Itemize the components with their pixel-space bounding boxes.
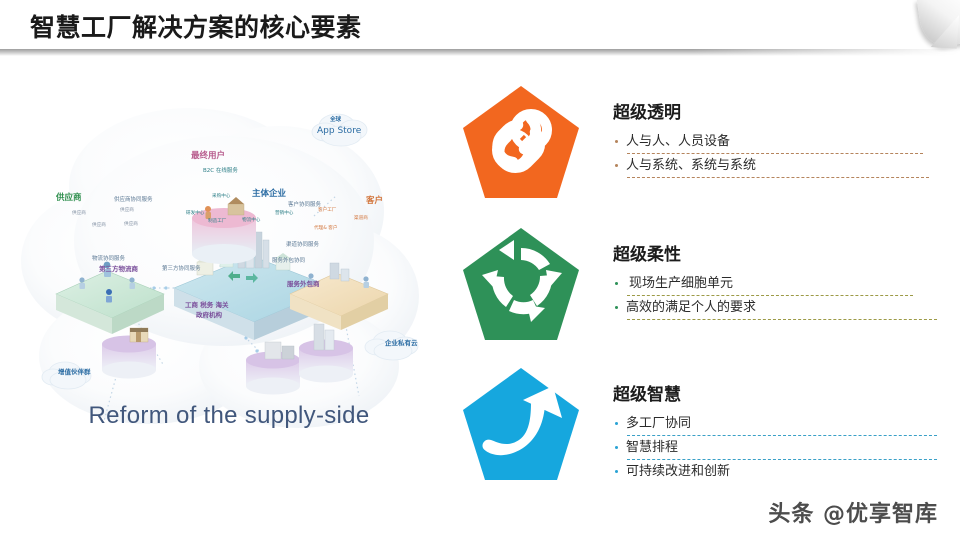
node-platform-end-user <box>192 197 256 264</box>
pentagon-shape <box>463 228 579 340</box>
diagram-sub-marketing-ctr: 营销中心 <box>275 211 294 216</box>
small-cloud-shapes <box>41 113 419 390</box>
block-title-intelligence: 超级智慧 <box>613 385 681 405</box>
header-divider-fade <box>0 49 960 56</box>
bullet-underline <box>627 177 929 178</box>
diagram-label-service-outsourcer: 服务外包商 <box>287 280 320 288</box>
diagram-link-thirdparty-collab: 第三方协同服务 <box>162 266 201 272</box>
diagram-link-logistics-collab: 物流协同服务 <box>92 256 126 262</box>
pentagon-badge-intelligence <box>461 366 581 484</box>
diagram-sub-rnd-center: 研发中心 <box>186 211 205 216</box>
bullet-text: 可持续改进和创新 <box>613 462 943 481</box>
bullet-item: 人与人、人员设备 <box>613 132 943 154</box>
bullet-text: 人与人、人员设备 <box>613 132 943 151</box>
chain-link-icon-overlay <box>492 109 552 171</box>
slide-header: 智慧工厂解决方案的核心要素 <box>0 0 960 50</box>
curved-up-arrow-icon <box>482 386 562 456</box>
bullet-text: 多工厂协同 <box>613 414 943 433</box>
node-platform-outsourcing <box>299 323 353 383</box>
block-body-transparency: 超级透明 人与人、人员设备 人与系统、系统与系统 <box>613 98 943 180</box>
cloud-background <box>21 108 419 428</box>
bullet-underline <box>627 459 937 460</box>
bullet-underline <box>627 319 937 320</box>
diagram-sub-factory: 制造工厂 <box>208 219 227 224</box>
diagram-sub-agent: 代理& 客户 <box>314 226 338 231</box>
cloud-label-app-store: App Store <box>317 126 362 136</box>
diagram-link-customer-collab: 客户协同服务 <box>288 202 322 208</box>
diagram-link-outsourcing-collab: 服务外包协同 <box>272 258 306 264</box>
cloud-label-private-cloud: 企业私有云 <box>385 339 418 347</box>
block-title-transparency: 超级透明 <box>613 103 681 123</box>
diagram-link-supplier-collab: 供应商协同服务 <box>114 197 153 203</box>
cloud-label-partner-group: 增值伙伴群 <box>58 368 91 376</box>
key-elements-panel: 超级透明 人与人、人员设备 人与系统、系统与系统 <box>455 66 950 506</box>
diagram-sub-supplier-1: 供应商 <box>72 211 86 216</box>
bullet-text: 人与系统、系统与系统 <box>613 156 943 175</box>
recycle-arrows-icon <box>482 240 562 322</box>
diagram-label-gov-agencies: 工商 税务 海关 <box>185 301 229 309</box>
bullet-text: 现场生产细胞单元 <box>613 274 943 293</box>
supply-chain-cloud-diagram: 供应商 最终用户 主体企业 客户 第三方物流商 工商 税务 海关 政府机构 服务… <box>14 66 444 451</box>
bullet-item: 智慧排程 <box>613 438 943 460</box>
diagram-label-third-party-logistics: 第三方物流商 <box>99 265 138 273</box>
bullet-text: 智慧排程 <box>613 438 943 457</box>
block-title-flexibility: 超级柔性 <box>613 245 681 265</box>
cloud-label-global: 全球 <box>330 117 342 123</box>
node-platform-logistics <box>102 327 156 379</box>
bullet-item: 高效的满足个人的要求 <box>613 298 943 320</box>
diagram-sub-supplier-2: 供应商 <box>120 208 134 213</box>
diagram-label-main-enterprise: 主体企业 <box>252 189 287 199</box>
node-platform-customer <box>289 272 389 330</box>
bullet-underline <box>627 153 923 154</box>
bullet-underline <box>627 295 913 296</box>
diagram-label-end-user: 最终用户 <box>191 151 226 161</box>
pentagon-badge-flexibility <box>461 226 581 344</box>
supply-side-caption: Reform of the supply-side <box>88 402 370 429</box>
watermark: 头条 @优享智库 <box>768 502 938 527</box>
diagram-sub-supplier-4: 供应商 <box>124 222 138 227</box>
page-title: 智慧工厂解决方案的核心要素 <box>30 13 362 42</box>
node-platform-government <box>246 341 300 395</box>
bullet-item: 可持续改进和创新 <box>613 462 943 481</box>
diagram-label-customer: 客户 <box>366 196 384 206</box>
block-body-intelligence: 超级智慧 多工厂协同 智慧排程 可持续改进和创新 <box>613 380 943 486</box>
pentagon-shape <box>463 368 579 480</box>
diagram-sub-logistics-ctr: 物流中心 <box>242 218 261 223</box>
diagram-link-b2c-service: B2C 在线服务 <box>203 168 238 174</box>
bullet-text: 高效的满足个人的要求 <box>613 298 943 317</box>
diagram-link-channel-collab: 渠道协同服务 <box>286 242 320 248</box>
diagram-sub-purchasing: 采购中心 <box>212 194 231 199</box>
bullet-underline <box>627 435 937 436</box>
bullet-item: 现场生产细胞单元 <box>613 274 943 296</box>
diagram-sub-channel: 渠道商 <box>354 216 368 221</box>
diagram-sub-cust-factory: 客户工厂 <box>318 208 337 213</box>
block-body-flexibility: 超级柔性 现场生产细胞单元 高效的满足个人的要求 <box>613 240 943 322</box>
page-curl-corner <box>912 0 960 52</box>
diagram-sub-supplier-3: 供应商 <box>92 223 106 228</box>
pentagon-badge-transparency <box>461 84 581 202</box>
diagram-label-supplier: 供应商 <box>56 193 82 203</box>
diagram-label-gov-institution: 政府机构 <box>196 311 222 319</box>
bullet-item: 人与系统、系统与系统 <box>613 156 943 178</box>
bullet-item: 多工厂协同 <box>613 414 943 436</box>
